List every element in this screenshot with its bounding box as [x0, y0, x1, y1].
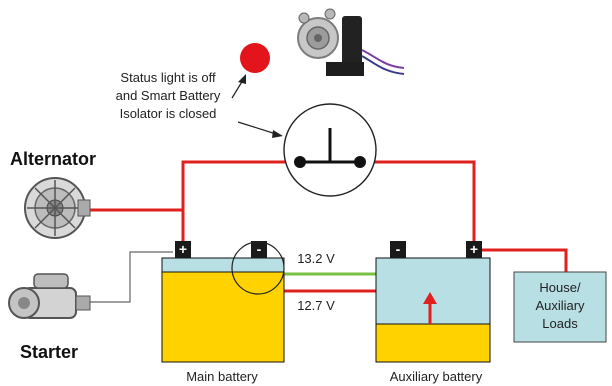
- wire-top-loop-right: [370, 160, 476, 245]
- status-note-line1: Status light is off: [120, 70, 216, 85]
- starter-label: Starter: [20, 342, 78, 362]
- alternator-icon: [24, 177, 91, 239]
- status-note-line2: and Smart Battery: [116, 88, 221, 103]
- aux-negative-symbol: -: [396, 241, 401, 257]
- main-battery: + -: [161, 241, 285, 363]
- house-loads-box: [513, 271, 607, 343]
- main-battery-label: Main battery: [186, 369, 258, 384]
- status-note-line3: Isolator is closed: [120, 106, 217, 121]
- voltage-bottom: 12.7 V: [297, 298, 335, 313]
- smart-battery-isolator-icon: [297, 8, 405, 76]
- status-note-arrow-icon: [237, 121, 283, 138]
- switch-closed-icon: [283, 103, 377, 197]
- house-loads-line1: House/: [539, 280, 581, 295]
- wire-starter: [90, 251, 173, 303]
- alternator-label: Alternator: [10, 149, 96, 169]
- main-battery-positive-terminal: [175, 241, 191, 258]
- main-negative-symbol: -: [257, 241, 262, 257]
- aux-battery-label: Auxiliary battery: [390, 369, 483, 384]
- charging-arrow-icon: [423, 292, 437, 324]
- aux-battery-negative-terminal: [390, 241, 406, 258]
- main-battery-negative-terminal: [251, 241, 267, 258]
- status-arrow-icon: [231, 74, 246, 99]
- aux-battery-positive-terminal: [466, 241, 482, 258]
- aux-battery: - +: [375, 241, 491, 363]
- wire-top-loop: [181, 160, 292, 245]
- starter-motor-icon: [8, 273, 91, 319]
- wire-to-loads: [474, 248, 568, 272]
- house-loads-line3: Loads: [542, 316, 578, 331]
- house-loads-line2: Auxiliary: [535, 298, 585, 313]
- status-light-icon: [240, 43, 270, 73]
- voltage-top: 13.2 V: [297, 251, 335, 266]
- aux-positive-symbol: +: [470, 241, 478, 257]
- main-terminal-highlight: [231, 241, 285, 295]
- main-positive-symbol: +: [179, 241, 187, 257]
